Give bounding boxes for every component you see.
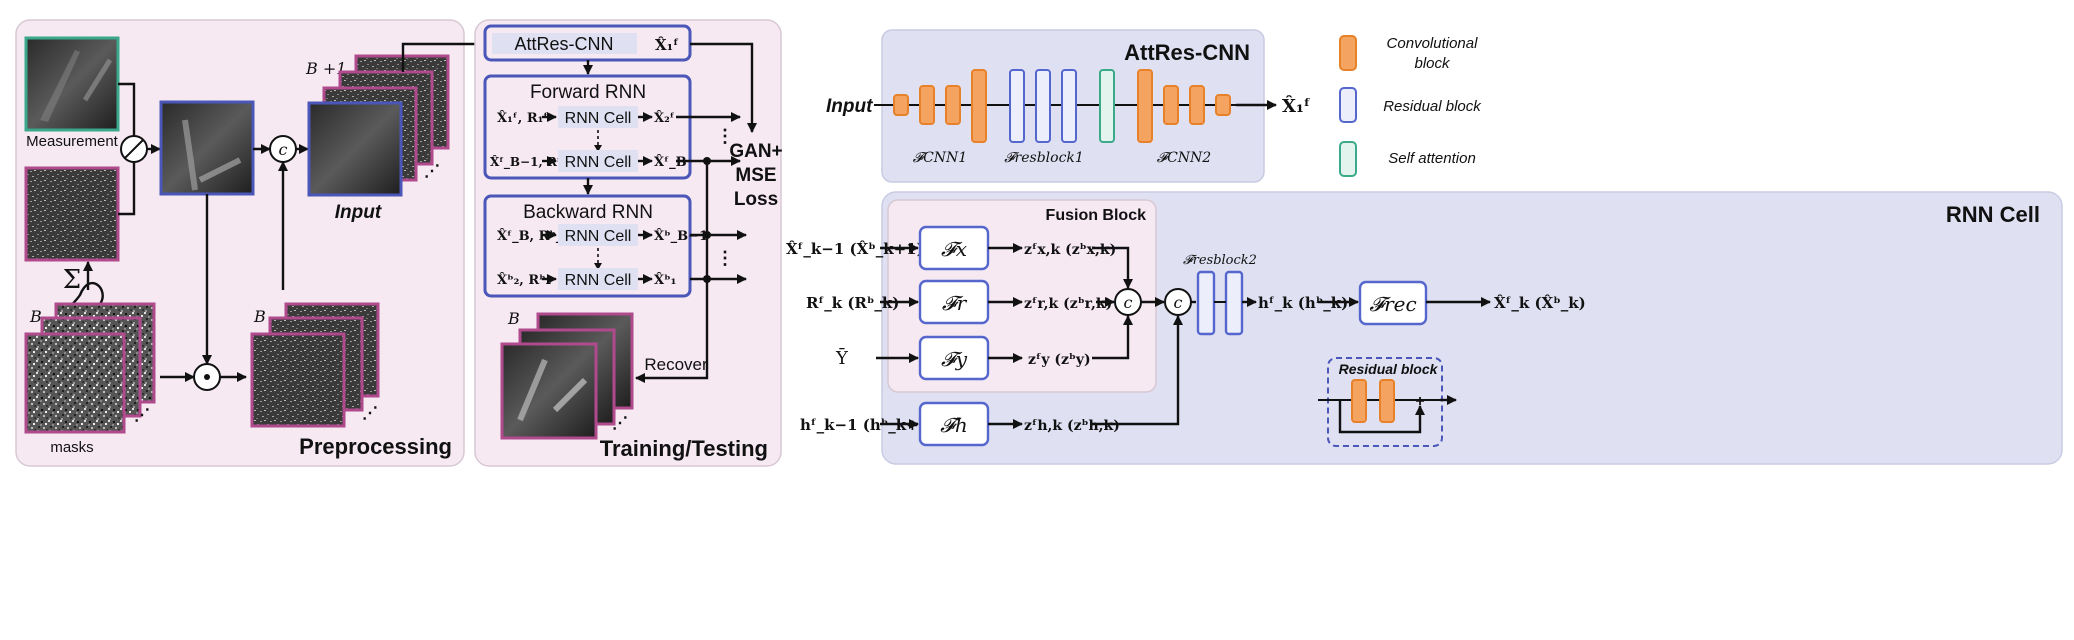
z-h-label: zᶠh,k (zᵇh,k)	[1024, 418, 1120, 434]
svg-text:X̂ᵇ_B−1: X̂ᵇ_B−1	[654, 228, 708, 244]
normalized-image	[159, 100, 255, 196]
svg-text:Self attention: Self attention	[1388, 150, 1476, 167]
svg-text:𝓕x: 𝓕x	[941, 237, 967, 261]
f-r-block: 𝓕r	[918, 279, 990, 325]
sum-symbol: Σ	[63, 265, 81, 295]
loss-line2: MSE	[735, 165, 776, 186]
residual-block-illustration: Residual block +	[1318, 357, 1457, 447]
f-rec-block: 𝓕rec	[1358, 280, 1428, 326]
svg-text:⋮: ⋮	[716, 126, 734, 146]
input-stack: ⋰	[307, 54, 450, 197]
forward-rnn-cell-2	[558, 150, 638, 172]
mask-sum-image	[24, 166, 120, 262]
input-y-label: Ȳ	[835, 346, 849, 369]
svg-text:+: +	[1415, 393, 1424, 410]
cell-output-label: X̂ᶠ_k (X̂ᵇ_k)	[1494, 294, 1586, 312]
svg-text:B: B	[507, 309, 520, 328]
attres-output-label: X̂₁ᶠ	[1282, 95, 1311, 117]
preprocessing-title: Preprocessing	[299, 434, 452, 459]
resblock2-a	[1196, 270, 1216, 336]
training-title: Training/Testing	[600, 436, 768, 461]
backward-rnn-cell-2	[558, 268, 638, 290]
f-cnn2-label: 𝓕CNN2	[1157, 150, 1212, 166]
svg-text:c: c	[279, 140, 288, 159]
svg-text:𝓕h: 𝓕h	[940, 413, 968, 437]
f-h-block: 𝓕h	[918, 401, 990, 447]
legend-residual-swatch	[1339, 87, 1357, 123]
svg-text:Residual block: Residual block	[1339, 361, 1439, 377]
svg-text:X̂₂ᶠ: X̂₂ᶠ	[654, 110, 675, 126]
input-r-label: Rᶠ_k (Rᵇ_k)	[806, 294, 899, 312]
svg-text:Convolutional: Convolutional	[1387, 35, 1479, 52]
svg-text:⋮: ⋮	[716, 248, 734, 268]
loss-line1: GAN+	[729, 141, 782, 162]
z-x-label: zᶠx,k (zᵇx,k)	[1024, 242, 1116, 258]
attres-cnn-blocks	[893, 69, 1231, 143]
forward-rnn-cell-1	[558, 106, 638, 128]
svg-text:⋰: ⋰	[362, 405, 378, 422]
svg-text:X̂ᵇ₂, Rᵇ₂: X̂ᵇ₂, Rᵇ₂	[497, 272, 551, 288]
legend-attention-swatch	[1339, 141, 1357, 177]
backward-rnn-title: Backward RNN	[523, 202, 653, 223]
rnn-cell-title: RNN Cell	[1946, 202, 2040, 227]
svg-text:RNN Cell: RNN Cell	[565, 110, 632, 127]
svg-text:c: c	[1174, 293, 1183, 312]
masked-b-label: B	[253, 307, 266, 326]
backward-rnn-cell-1	[558, 224, 638, 246]
recover-label: Recover	[644, 355, 708, 374]
measurement-label: Measurement	[26, 133, 119, 150]
masked-images-stack: ⋰	[250, 302, 380, 428]
svg-text:⋰: ⋰	[134, 407, 150, 424]
z-y-label: zᶠy (zᵇy)	[1028, 352, 1091, 368]
legend-conv-swatch	[1339, 35, 1357, 71]
svg-text:Residual block: Residual block	[1383, 98, 1482, 115]
resblock2-b	[1224, 270, 1244, 336]
svg-text:RNN Cell: RNN Cell	[565, 228, 632, 245]
svg-text:X̂₁ᶠ, R₁ᶠ: X̂₁ᶠ, R₁ᶠ	[497, 110, 548, 126]
f-cnn1-label: 𝓕CNN1	[913, 150, 967, 166]
attres-cnn-panel-title: AttRes-CNN	[1124, 40, 1250, 65]
z-r-label: zᶠr,k (zᵇr,k)	[1024, 296, 1112, 312]
f-resblock1-label: 𝓕resblock1	[1004, 150, 1084, 166]
measurement-image	[24, 36, 120, 132]
svg-text:X̂ᵇ₁: X̂ᵇ₁	[654, 272, 676, 288]
f-y-block: 𝓕y	[918, 335, 990, 381]
fusion-block-title: Fusion Block	[1046, 207, 1147, 224]
input-label: Input	[335, 202, 382, 223]
svg-text:𝓕y: 𝓕y	[941, 347, 968, 371]
svg-text:c: c	[1124, 293, 1133, 312]
forward-rnn-title: Forward RNN	[530, 82, 646, 103]
h-out-label: hᶠ_k (hᵇ_k)	[1258, 294, 1348, 312]
input-h-label: hᶠ_k−1 (hᵇ_k+1)	[800, 416, 936, 434]
masks-b-label: B	[29, 307, 42, 326]
loss-line3: Loss	[734, 189, 778, 210]
recovered-stack: ⋰	[500, 312, 634, 440]
svg-text:⋰: ⋰	[424, 163, 440, 180]
masks-label: masks	[50, 439, 93, 456]
svg-text:RNN Cell: RNN Cell	[565, 154, 632, 171]
attres-input-label: Input	[826, 96, 873, 117]
masks-stack: ⋰	[24, 302, 156, 434]
svg-text:block: block	[1414, 55, 1451, 72]
svg-text:𝓕rec: 𝓕rec	[1369, 292, 1416, 316]
svg-text:X̂ᶠ_B: X̂ᶠ_B	[654, 154, 687, 170]
svg-text:⋰: ⋰	[612, 415, 628, 432]
svg-text:RNN Cell: RNN Cell	[565, 272, 632, 289]
attres-output: X̂₁ᶠ	[655, 36, 679, 54]
input-x-label: X̂ᶠ_k−1 (X̂ᵇ_k+1)	[786, 240, 924, 258]
attres-cnn-label: AttRes-CNN	[514, 34, 613, 54]
resblock2-label: 𝓕resblock2	[1183, 253, 1257, 268]
svg-text:𝓕r: 𝓕r	[942, 291, 968, 315]
input-b-plus-1: B +1	[305, 59, 346, 78]
f-x-block: 𝓕x	[918, 225, 990, 271]
legend: Convolutional block Residual block Self …	[1339, 35, 1482, 177]
